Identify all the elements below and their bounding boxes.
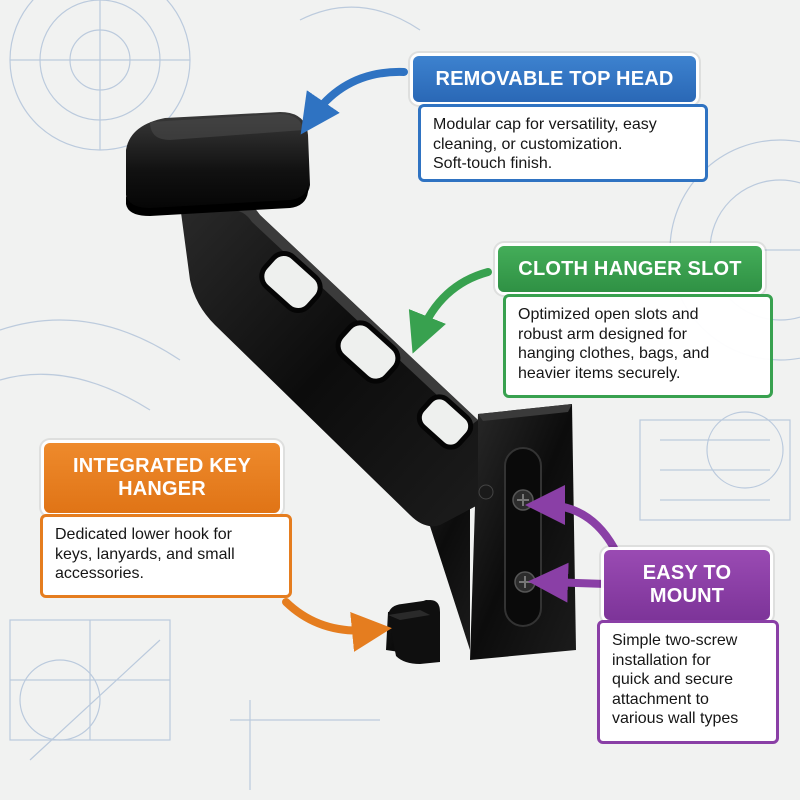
- support-arm: [180, 200, 478, 527]
- description-line: heavier items securely.: [518, 364, 681, 382]
- description-line: Modular cap for versatility, easy: [433, 116, 657, 133]
- description-line: Simple two-screw: [612, 632, 738, 649]
- arrow-purple-top-icon: [525, 485, 618, 552]
- arrow-purple-bottom-icon: [528, 562, 610, 603]
- description-line: robust arm designed for: [518, 325, 687, 343]
- description-line: keys, lanyards, and small: [55, 545, 235, 563]
- description-line: various wall types: [612, 710, 739, 728]
- callout-title: EASY TO MOUNT: [604, 550, 770, 620]
- arrow-green-icon: [408, 268, 492, 354]
- callout-description: Optimized open slots and robust arm desi…: [503, 294, 773, 398]
- hanger-slot-2: [335, 320, 401, 384]
- screw-bottom-icon: [514, 571, 536, 593]
- description-line: cleaning, or customization.: [433, 135, 623, 153]
- description-line: hanging clothes, bags, and: [518, 345, 710, 363]
- arrow-orange-icon: [282, 598, 392, 652]
- description-line: Optimized open slots and: [518, 306, 699, 323]
- callout-description: Modular cap for versatility, easy cleani…: [418, 104, 708, 182]
- mounting-slot: [504, 447, 542, 627]
- key-hook: [386, 490, 470, 664]
- hanger-slot-3: [416, 394, 474, 450]
- title-line: HANGER: [118, 478, 206, 500]
- callout-description: Dedicated lower hook for keys, lanyards,…: [40, 514, 292, 598]
- description-line: Soft-touch finish.: [433, 155, 553, 173]
- screw-top-icon: [512, 489, 534, 511]
- removable-top-head: [126, 112, 310, 216]
- hanger-slot-1: [259, 251, 323, 313]
- description-line: Dedicated lower hook for: [55, 526, 232, 543]
- callout-description: Simple two-screw installation for quick …: [597, 620, 779, 744]
- description-line: accessories.: [55, 565, 144, 583]
- callout-title: REMOVABLE TOP HEAD: [413, 56, 696, 102]
- title-line: EASY TO: [642, 562, 732, 584]
- title-line: INTEGRATED KEY: [73, 455, 251, 477]
- callout-title: INTEGRATED KEY HANGER: [44, 443, 280, 513]
- arrow-blue-icon: [300, 67, 408, 135]
- description-line: installation for: [612, 651, 711, 669]
- title-line: MOUNT: [649, 585, 725, 607]
- description-line: attachment to: [612, 690, 709, 708]
- callout-title: CLOTH HANGER SLOT: [498, 246, 762, 292]
- description-line: quick and secure: [612, 671, 733, 689]
